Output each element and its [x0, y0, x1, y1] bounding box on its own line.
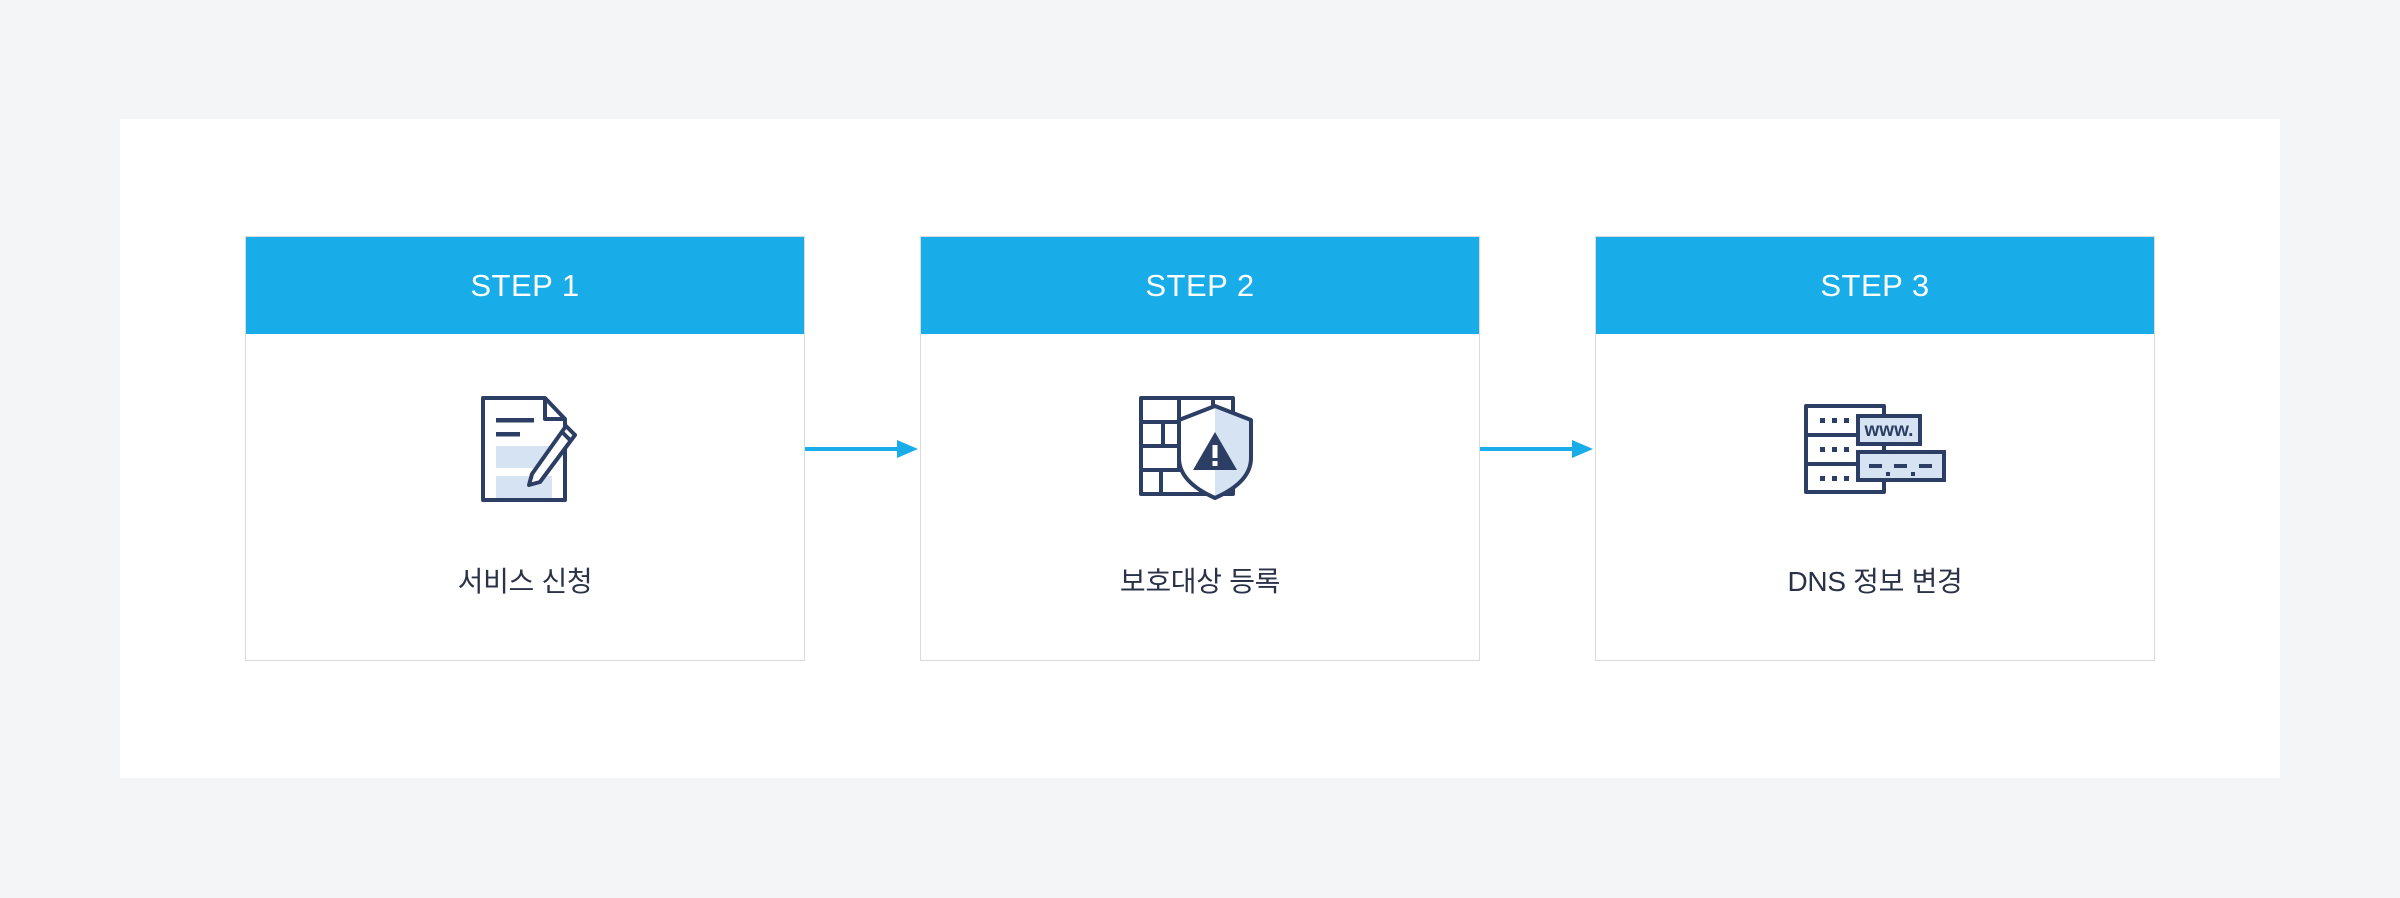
step-card-2-label: 보호대상 등록 [1119, 566, 1281, 597]
step-card-1-label: 서비스 신청 [457, 566, 593, 597]
process-steps-flow: STEP 1 서비스 신청 [120, 119, 2280, 778]
arrow-step1-to-step2 [805, 429, 920, 469]
arrow-step2-to-step3 [1480, 429, 1595, 469]
step-card-3-header: STEP 3 [1596, 237, 2154, 334]
www-badge-text: www. [1864, 420, 1914, 441]
dns-server-www-icon: www. [1800, 382, 1950, 514]
step-card-1-header: STEP 1 [246, 237, 804, 334]
firewall-shield-warning-icon [1125, 382, 1275, 514]
step-card-1-body: 서비스 신청 [246, 334, 804, 660]
step-card-2-header: STEP 2 [921, 237, 1479, 334]
step-card-2: STEP 2 [920, 236, 1480, 661]
document-pencil-icon [450, 382, 600, 514]
step-card-3-body: www. DNS 정보 변경 [1596, 334, 2154, 660]
step-card-2-body: 보호대상 등록 [921, 334, 1479, 660]
step-card-3: STEP 3 [1595, 236, 2155, 661]
step-card-1: STEP 1 서비스 신청 [245, 236, 805, 661]
step-card-3-label: DNS 정보 변경 [1787, 566, 1963, 597]
